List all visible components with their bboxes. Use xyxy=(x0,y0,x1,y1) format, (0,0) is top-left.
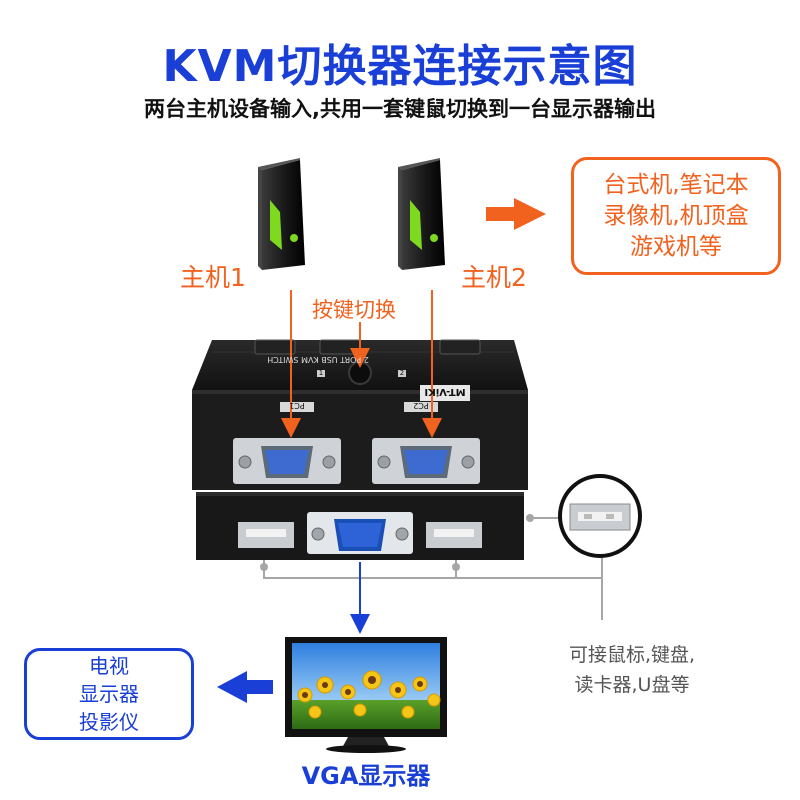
switch-button-label: 按键切换 xyxy=(312,298,396,322)
peripherals-note: 可接鼠标,键盘, 读卡器,U盘等 xyxy=(532,640,732,700)
port-label-pc1: PC1 xyxy=(289,401,305,410)
pc-tower-2-icon xyxy=(398,158,445,270)
switch-brand-tag: MT-ViKI xyxy=(424,386,466,397)
input-devices-line: 游戏机等 xyxy=(630,233,722,260)
peripherals-note-line: 可接鼠标,键盘, xyxy=(568,644,696,666)
output-displays-line: 电视 xyxy=(89,654,129,678)
vga-monitor-icon xyxy=(285,637,447,753)
input-devices-line: 台式机,笔记本 xyxy=(603,171,749,198)
host-2-label: 主机2 xyxy=(461,263,527,292)
page-subtitle: 两台主机设备输入,共用一套键鼠切换到一台显示器输出 xyxy=(144,97,656,121)
page-title: KVM切换器连接示意图 xyxy=(162,41,638,92)
port-label-pc2: PC2 xyxy=(413,401,429,410)
host-1-label: 主机1 xyxy=(180,263,246,292)
output-displays-callout: 电视 显示器 投影仪 xyxy=(24,648,194,740)
input-devices-callout: 台式机,笔记本 录像机,机顶盒 游戏机等 xyxy=(571,157,781,275)
left-arrow-icon xyxy=(217,671,273,703)
usb-port-zoom-icon xyxy=(558,474,642,558)
output-displays-line: 显示器 xyxy=(79,682,139,706)
kvm-switch-device xyxy=(192,339,528,560)
led-label-2: 2 xyxy=(399,369,405,377)
right-arrow-icon xyxy=(486,198,546,230)
switch-panel-text: 2 PORT USB KVM SWITCH xyxy=(267,355,369,364)
peripheral-guide-lines xyxy=(260,514,603,620)
input-devices-line: 录像机,机顶盒 xyxy=(603,202,749,229)
vga-display-label: VGA显示器 xyxy=(301,762,431,790)
output-displays-line: 投影仪 xyxy=(79,710,139,734)
peripherals-note-line: 读卡器,U盘等 xyxy=(574,674,690,696)
pc-tower-1-icon xyxy=(258,158,305,270)
led-label-1: 1 xyxy=(318,369,324,377)
